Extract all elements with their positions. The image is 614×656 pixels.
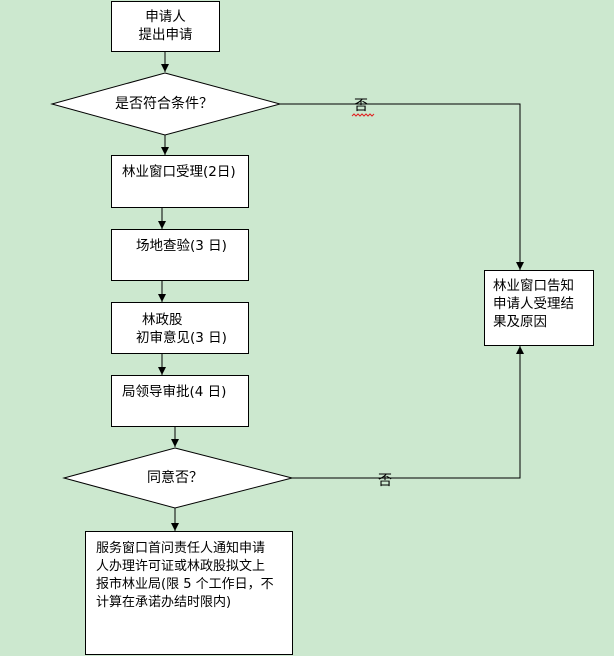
reject-line3: 果及原因 bbox=[493, 314, 547, 330]
start-line1: 申请人 bbox=[145, 9, 186, 25]
inspect-label: 场地查验(3 日) bbox=[136, 238, 227, 254]
edge-label-no-1: 否 bbox=[354, 98, 368, 114]
review-box: 林政股 初审意见(3 日) bbox=[111, 302, 249, 354]
inspect-box: 场地查验(3 日) bbox=[111, 229, 249, 281]
decision1-label: 是否符合条件？ bbox=[115, 96, 213, 112]
decision2-label: 同意否？ bbox=[147, 470, 203, 486]
edge-label-no-2: 否 bbox=[378, 473, 392, 489]
accept-label: 林业窗口受理(2日) bbox=[122, 164, 236, 180]
reject-box: 林业窗口告知 申请人受理结 果及原因 bbox=[484, 270, 594, 346]
reject-line1: 林业窗口告知 bbox=[493, 278, 574, 294]
arrow-decision1-reject bbox=[280, 103, 524, 270]
accept-box: 林业窗口受理(2日) bbox=[111, 155, 249, 208]
spellcheck-underline bbox=[351, 113, 375, 117]
notify-line3: 报市林业局(限 5 个工作日，不 bbox=[96, 577, 274, 592]
notify-line4: 计算在承诺办结时限内) bbox=[96, 595, 232, 610]
arrow-decision2-reject bbox=[292, 346, 524, 479]
notify-line1: 服务窗口首问责任人通知申请 bbox=[96, 541, 266, 556]
notify-box: 服务窗口首问责任人通知申请 人办理许可证或林政股拟文上 报市林业局(限 5 个工… bbox=[85, 531, 293, 655]
review-line1: 林政股 bbox=[142, 312, 183, 328]
approve-label: 局领导审批(4 日) bbox=[122, 384, 227, 400]
review-line2: 初审意见(3 日) bbox=[136, 330, 227, 346]
reject-line2: 申请人受理结 bbox=[493, 296, 574, 312]
start-line2: 提出申请 bbox=[138, 27, 193, 43]
approve-box: 局领导审批(4 日) bbox=[111, 375, 249, 427]
notify-line2: 人办理许可证或林政股拟文上 bbox=[96, 559, 266, 574]
start-box: 申请人 提出申请 bbox=[111, 1, 220, 52]
